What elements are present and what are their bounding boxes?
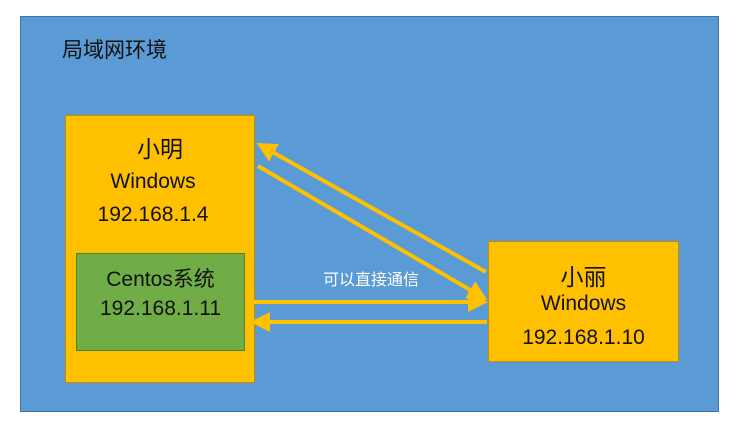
arrow-xiaoli-to-xiaoming bbox=[256, 143, 487, 274]
host-xiaoli-ip: 192.168.1.10 bbox=[522, 326, 645, 349]
host-xiaoming-os: Windows bbox=[110, 170, 196, 193]
arrow-xiaoming-to-xiaoli bbox=[256, 164, 488, 301]
host-xiaoming-name: 小明 bbox=[137, 137, 183, 163]
host-xiaoming-ip: 192.168.1.4 bbox=[97, 203, 209, 226]
host-xiaoli-name: 小丽 bbox=[560, 265, 607, 291]
lan-title: 局域网环境 bbox=[62, 38, 167, 62]
centos-vm-box bbox=[76, 253, 245, 351]
centos-vm-ip: 192.168.1.11 bbox=[99, 297, 222, 320]
direct-communication-label: 可以直接通信 bbox=[322, 270, 419, 289]
host-xiaoli-box bbox=[488, 241, 679, 362]
host-xiaoli-os: Windows bbox=[540, 292, 627, 315]
centos-vm-name: Centos系统 bbox=[106, 268, 215, 291]
